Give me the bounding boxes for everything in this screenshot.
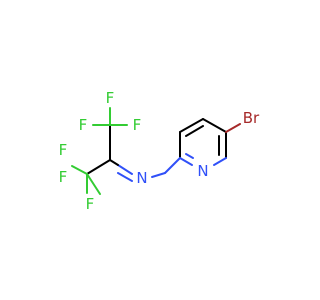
bond-nimine-c-2 [117,172,133,182]
bond-n1-c2-inner [185,153,194,159]
bond-cf3b-f6 [86,173,101,195]
bond-cf3b-f4 [71,165,88,175]
bond-n1-c2 [179,157,193,166]
atom-f6: F [86,195,95,213]
pyridine-ring [179,118,227,166]
atom-f2: F [79,116,88,134]
bond-c6-n1 [213,157,227,166]
bond-c2-nimine-partial [151,172,166,178]
atom-f4: F [59,141,68,159]
atom-br: Br [243,109,260,127]
atom-n-ring: N [197,162,208,180]
atom-f3: F [133,116,142,134]
bond-imine-carbon-seg [109,159,119,166]
bond-c5-br [225,123,241,133]
bond-c3-c4 [179,118,204,133]
bond-c-cf3-lower [86,159,111,175]
bond-nimine-c-1 [117,164,133,175]
bond-c4-c5 [202,118,227,133]
chemical-structure-diagram: Br N N F F F F F F [59,89,260,213]
atom-f5: F [59,168,68,186]
atom-f1: F [106,89,115,107]
atom-n-imine: N [136,169,147,187]
bond-c2-nimine [164,157,181,174]
bond-c3-c4-inner [185,125,204,137]
